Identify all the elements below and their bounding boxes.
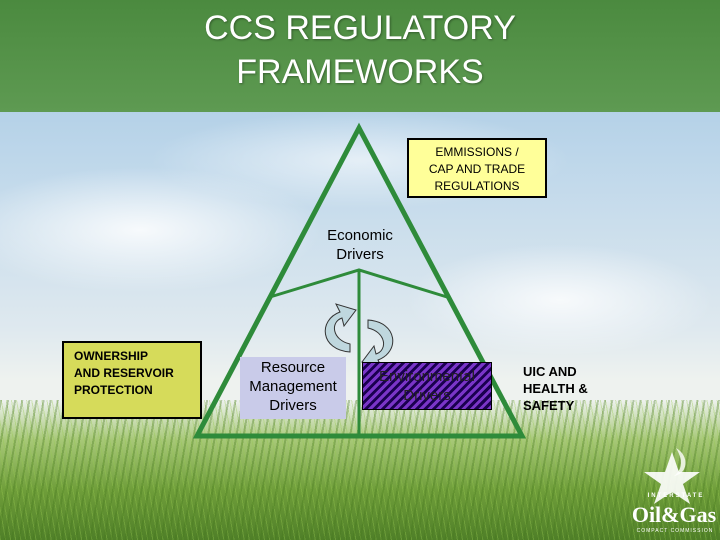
logo-oil-gas: Oil&Gas xyxy=(631,502,717,527)
ownership-box: OWNERSHIP AND RESERVOIR PROTECTION xyxy=(62,341,202,419)
logo-compact-commission: COMPACT COMMISSION xyxy=(636,528,714,534)
resource-management-box: Resource Management Drivers xyxy=(240,357,346,419)
logo-interstate: INTERSTATE xyxy=(647,493,705,499)
slide-title: CCS REGULATORY FRAMEWORKS xyxy=(204,9,516,91)
emissions-box: EMMISSIONS / CAP AND TRADE REGULATIONS xyxy=(407,138,547,198)
title-banner: CCS REGULATORY FRAMEWORKS xyxy=(0,0,720,112)
environmental-drivers-box: Environmental Drivers xyxy=(362,362,492,410)
economic-drivers-label: Economic Drivers xyxy=(327,227,393,263)
star-logo-icon xyxy=(644,448,700,504)
uic-health-safety-box: UIC AND HEALTH & SAFETY xyxy=(523,364,588,413)
